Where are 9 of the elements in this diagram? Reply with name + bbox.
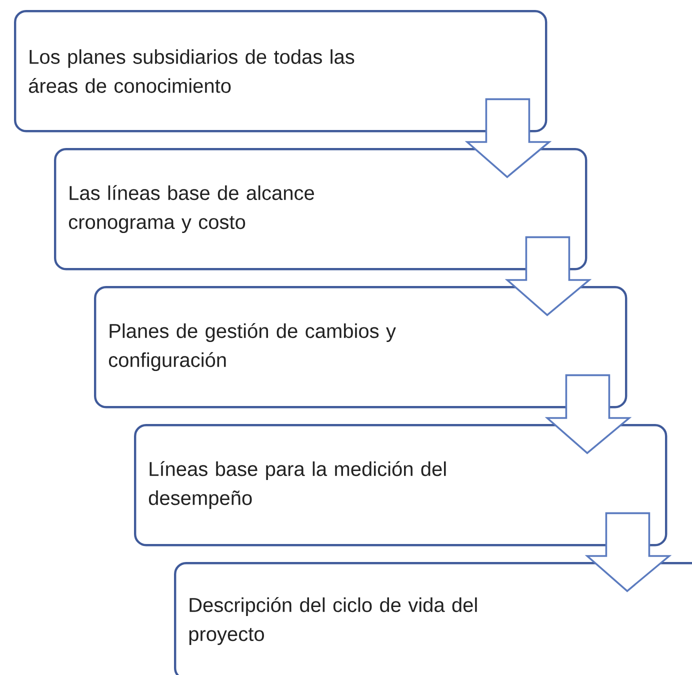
block-arrow	[584, 512, 672, 592]
process-box: Las líneas base de alcance cronograma y costo	[54, 148, 588, 270]
process-box: Líneas base para la medición del desempeño	[134, 424, 668, 546]
block-arrow	[464, 98, 552, 178]
process-box: Planes de gestión de cambios y configuración	[94, 286, 628, 408]
block-arrow	[544, 374, 632, 454]
process-box: Descripción del ciclo de vida del proyecto	[174, 562, 692, 675]
block-arrow	[504, 236, 592, 316]
process-box: Los planes subsidiarios de todas las áreas de conocimiento	[14, 10, 548, 132]
